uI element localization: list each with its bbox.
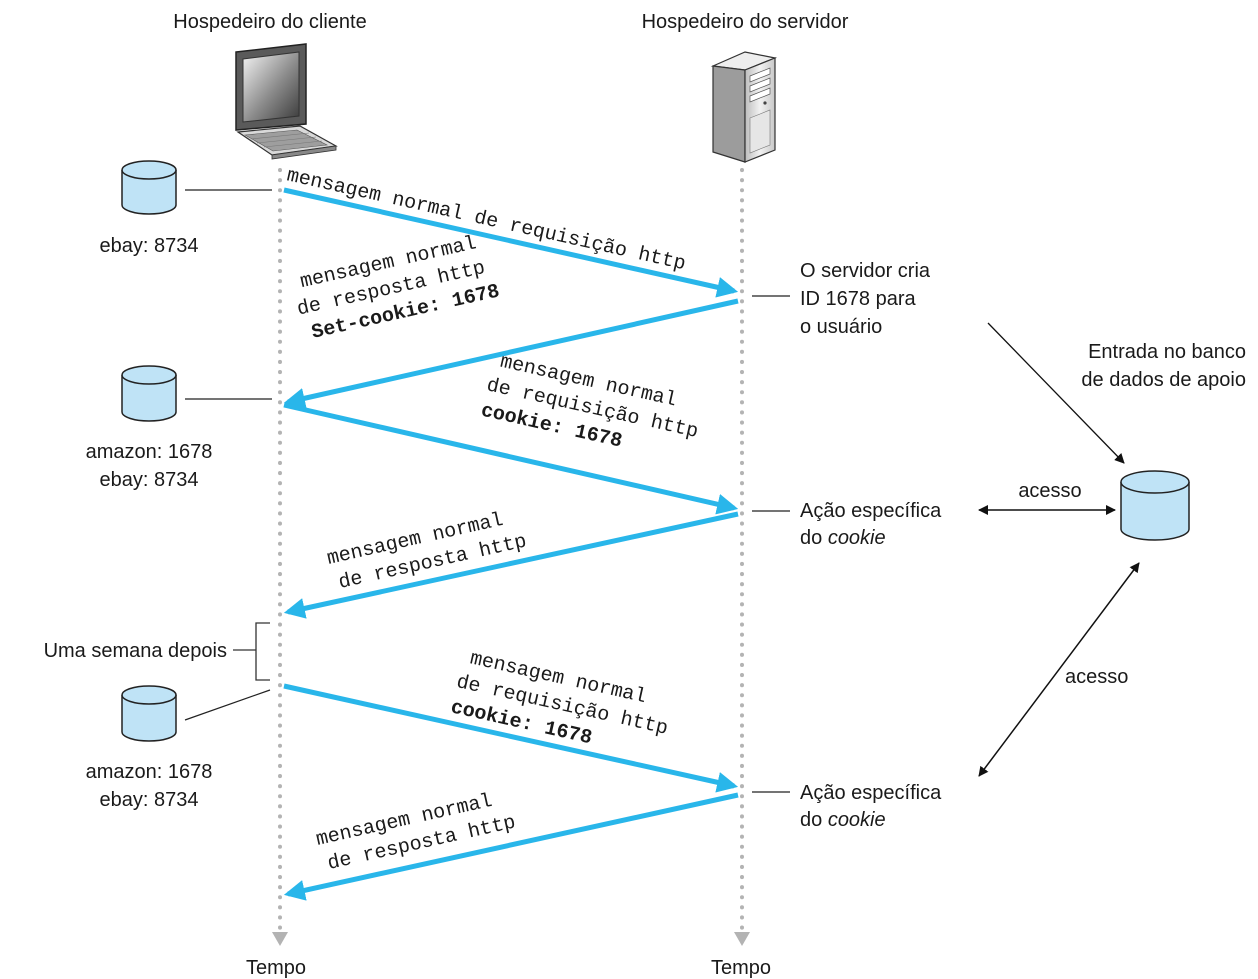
- server-tower-icon: [710, 51, 778, 163]
- server-timeline-arrowhead: [734, 932, 750, 946]
- backend-database-label: Entrada no banco de dados de apoio: [1081, 341, 1246, 391]
- request-message-label: mensagem normal de requisição http cooki…: [479, 351, 701, 454]
- svg-text:O servidor cria: O servidor cria: [800, 260, 931, 282]
- request-arrow-1: [283, 187, 739, 298]
- computer-icon: [235, 43, 338, 160]
- svg-text:Ação específica: Ação específica: [800, 782, 942, 804]
- svg-text:Entrada no banco: Entrada no banco: [1088, 341, 1246, 363]
- client-host-title: Hospedeiro do cliente: [173, 11, 366, 33]
- response-arrow-2: [283, 511, 739, 619]
- server-time-label: Tempo: [711, 957, 771, 979]
- svg-text:o usuário: o usuário: [800, 316, 882, 338]
- request-arrow-3: [283, 683, 739, 793]
- response-arrow-3: [283, 792, 739, 901]
- request-arrow-2: [283, 402, 739, 515]
- server-host-title: Hospedeiro do servidor: [642, 11, 849, 33]
- client-time-label: Tempo: [246, 957, 306, 979]
- week-later-bracket: [233, 622, 270, 681]
- svg-text:do cookie: do cookie: [800, 809, 886, 831]
- access-arrow-2: [978, 562, 1140, 777]
- svg-text:Ação específica: Ação específica: [800, 500, 942, 522]
- response-arrow-1: [283, 298, 739, 409]
- svg-text:do cookie: do cookie: [800, 527, 886, 549]
- access-label-1: acesso: [1018, 480, 1081, 502]
- client-store-3-entry: amazon: 1678: [86, 761, 213, 783]
- client-store-1-entry: ebay: 8734: [100, 235, 199, 257]
- client-store-3-entry: ebay: 8734: [100, 789, 199, 811]
- request-message-label: mensagem normal de requisição http: [284, 164, 687, 276]
- week-later-label: Uma semana depois: [44, 640, 227, 662]
- client-store-2-entry: amazon: 1678: [86, 441, 213, 463]
- svg-text:de dados de apoio: de dados de apoio: [1081, 369, 1246, 391]
- client-cookie-store-1: [121, 160, 272, 215]
- access-label-2: acesso: [1065, 666, 1128, 688]
- client-cookie-store-2: [121, 365, 272, 422]
- client-timeline-arrowhead: [272, 932, 288, 946]
- client-cookie-store-3: [121, 685, 271, 742]
- svg-text:ID 1678 para: ID 1678 para: [800, 288, 917, 310]
- response-message-label: mensagem normal de resposta http Set-coo…: [295, 232, 502, 345]
- cookie-action-note-1: Ação específica do cookie: [800, 500, 942, 549]
- client-store-2-entry: ebay: 8734: [100, 469, 199, 491]
- database-entry-pointer: [987, 322, 1125, 464]
- server-creates-id-note: O servidor cria ID 1678 para o usuário: [800, 260, 931, 338]
- backend-database-icon: [1120, 470, 1190, 541]
- cookie-action-note-2: Ação específica do cookie: [800, 782, 942, 831]
